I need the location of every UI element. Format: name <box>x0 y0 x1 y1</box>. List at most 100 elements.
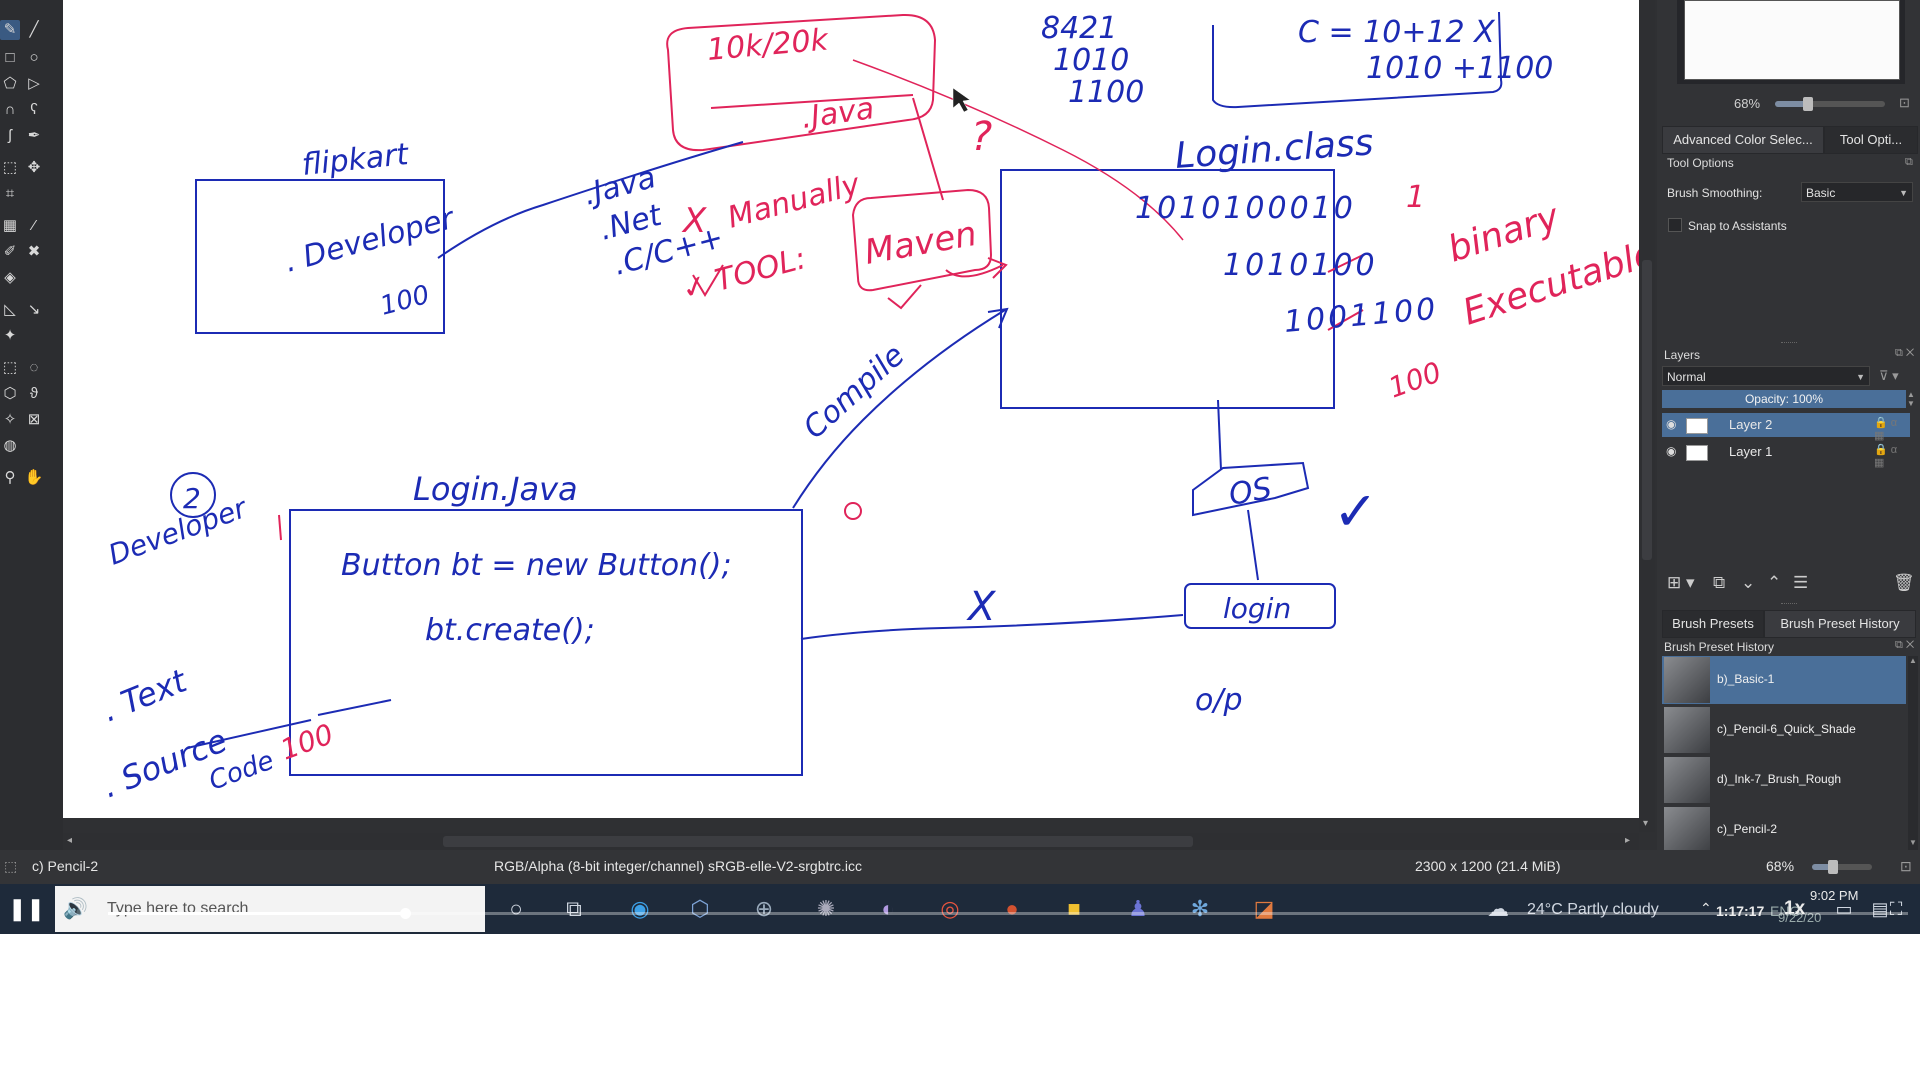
krita-icon[interactable]: ◐ <box>881 896 895 921</box>
eye-icon[interactable]: ◉ <box>1666 444 1677 458</box>
video-progress-bar[interactable] <box>108 908 1908 919</box>
move-tool-icon[interactable]: ✥ <box>27 159 41 176</box>
ellipse-select-tool-icon[interactable]: ◌ <box>29 359 39 376</box>
freehand-path-tool-icon[interactable]: ʕ <box>30 101 38 118</box>
overview-fit-icon[interactable]: ⊡ <box>1899 95 1910 110</box>
duplicate-layer-icon[interactable]: ⧉ <box>1713 573 1726 592</box>
task-view-icon[interactable]: ⧉ <box>566 896 582 921</box>
weather-icon[interactable]: ☁ <box>1487 896 1509 921</box>
freehand-brush-tool-icon[interactable]: ✎ <box>0 20 20 40</box>
fill-tool-icon[interactable]: ◈ <box>4 269 16 286</box>
clock-time[interactable]: 9:02 PM <box>1810 888 1859 903</box>
move-up-icon[interactable]: ⌃ <box>1767 573 1782 592</box>
add-layer-icon[interactable]: ⊞ ▾ <box>1667 573 1695 592</box>
lock-icon[interactable]: 🔒 α ▦ <box>1874 417 1898 442</box>
tab-brush-presets[interactable]: Brush Presets <box>1662 610 1764 638</box>
rect-select-tool-icon[interactable]: ⬚ <box>2 359 18 376</box>
file-explorer-icon[interactable]: ■ <box>1067 896 1081 921</box>
ide-icon[interactable]: ◪ <box>1253 896 1275 921</box>
similar-select-tool-icon[interactable]: ⊠ <box>27 411 41 428</box>
tray-chevron-icon[interactable]: ⌃ <box>1700 900 1712 916</box>
history-float-icon[interactable]: ⧉ ✕ <box>1895 639 1915 651</box>
tab-advanced-color[interactable]: Advanced Color Selec... <box>1662 126 1824 154</box>
status-zoom-slider[interactable] <box>1812 860 1872 874</box>
picture-in-picture-icon[interactable]: ▭ <box>1835 899 1853 919</box>
layer-properties-icon[interactable]: ☰ <box>1793 573 1809 592</box>
scroll-up-icon[interactable]: ▲ <box>1909 656 1917 665</box>
freehand-select-tool-icon[interactable]: ϑ <box>29 385 39 402</box>
zoom-tool-icon[interactable]: ⚲ <box>4 469 16 486</box>
gradient-tool-icon[interactable]: ▦ <box>2 217 18 234</box>
ellipse-tool-icon[interactable]: ○ <box>29 49 39 66</box>
settings-icon[interactable]: ✻ <box>1190 896 1210 921</box>
delete-layer-icon[interactable]: 🗑 <box>1893 573 1915 592</box>
store-icon[interactable]: ⊕ <box>754 896 774 921</box>
volume-icon[interactable]: 🔊 <box>63 898 88 920</box>
transform-tool-icon[interactable]: ⬚ <box>2 159 18 176</box>
clock-date[interactable]: 9/22/20 <box>1778 910 1822 925</box>
line-tool-icon[interactable]: ╱ <box>29 21 39 38</box>
status-color-space[interactable]: RGB/Alpha (8-bit integer/channel) sRGB-e… <box>494 858 863 874</box>
blend-mode-select[interactable]: Normal▼ <box>1662 366 1870 386</box>
brush-preset-item[interactable]: c)_Pencil-6_Quick_Shade <box>1662 706 1906 754</box>
pause-icon[interactable]: ❚❚ <box>8 896 45 921</box>
playback-speed[interactable]: 1x <box>1784 898 1806 919</box>
colorize-mask-tool-icon[interactable]: ✐ <box>3 243 17 260</box>
overview-zoom-slider[interactable] <box>1775 97 1885 111</box>
teams-icon[interactable]: ♟ <box>1128 896 1148 921</box>
brush-smoothing-select[interactable]: Basic▼ <box>1801 182 1913 202</box>
tab-tool-options[interactable]: Tool Opti... <box>1824 126 1918 154</box>
snap-to-assistants-checkbox[interactable] <box>1668 218 1682 232</box>
polygon-tool-icon[interactable]: ⬠ <box>3 75 17 92</box>
scroll-right-icon[interactable]: ▸ <box>1625 835 1631 846</box>
paint-icon[interactable]: ✺ <box>816 896 836 921</box>
brush-preset-item[interactable]: b)_Basic-1 <box>1662 656 1906 704</box>
tab-brush-preset-history[interactable]: Brush Preset History <box>1764 610 1916 638</box>
notifications-icon[interactable]: ▤ <box>1871 899 1889 919</box>
polygon-select-tool-icon[interactable]: ⬡ <box>3 385 17 402</box>
layers-float-icon[interactable]: ⧉ ✕ <box>1895 347 1915 359</box>
overview-docker[interactable] <box>1677 0 1905 84</box>
weather-text[interactable]: 24°C Partly cloudy <box>1527 901 1659 918</box>
measure-tool-icon[interactable]: ↘ <box>27 301 41 318</box>
horizontal-scrollbar[interactable]: ◂ ▸ <box>63 833 1639 850</box>
float-icon[interactable]: ⧉ <box>1905 156 1913 168</box>
multibrush-tool-icon[interactable]: ✒ <box>27 127 41 144</box>
vertical-scrollbar[interactable]: ▾ <box>1639 0 1655 832</box>
contiguous-select-tool-icon[interactable]: ✧ <box>3 411 17 428</box>
canvas-area[interactable]: flipkart . Developer 100 .Java .Net .C/C… <box>63 0 1639 818</box>
brush-preset-item[interactable]: c)_Pencil-2 <box>1662 806 1906 854</box>
overview-zoom-knob[interactable] <box>1803 97 1813 111</box>
filter-icon[interactable]: ⊽ ▾ <box>1879 368 1899 383</box>
smart-patch-tool-icon[interactable]: ✖ <box>27 243 41 260</box>
lock-icon[interactable]: 🔒 α ▦ <box>1874 444 1898 469</box>
status-zoom-knob[interactable] <box>1828 860 1838 874</box>
move-down-icon[interactable]: ⌄ <box>1741 573 1756 592</box>
polyline-tool-icon[interactable]: ▷ <box>28 75 40 92</box>
color-picker-tool-icon[interactable]: ⁄ <box>32 217 36 234</box>
crop-tool-icon[interactable]: ⌗ <box>5 185 15 202</box>
virtualbox-icon[interactable]: ⬡ <box>690 896 710 921</box>
layer-row[interactable]: ◉Layer 1🔒 α ▦ <box>1662 440 1910 469</box>
splitter-grip-2[interactable] <box>1781 603 1797 606</box>
scroll-down-icon[interactable]: ▼ <box>1909 838 1917 847</box>
language-indicator[interactable]: ENG <box>1770 903 1801 919</box>
rectangle-tool-icon[interactable]: □ <box>5 49 15 66</box>
eye-icon[interactable]: ◉ <box>1666 417 1677 431</box>
brush-preset-item[interactable]: d)_Ink-7_Brush_Rough <box>1662 756 1906 804</box>
bezier-select-tool-icon[interactable]: ◍ <box>3 437 17 454</box>
bezier-tool-icon[interactable]: ∩ <box>4 101 16 118</box>
opacity-slider[interactable]: Opacity: 100% <box>1662 390 1906 408</box>
edge-icon[interactable]: ◉ <box>630 896 650 921</box>
reference-tool-icon[interactable]: ✦ <box>3 327 17 344</box>
scroll-left-icon[interactable]: ◂ <box>67 835 73 846</box>
fit-icon[interactable]: ⊡ <box>1900 858 1912 874</box>
search-box[interactable]: 🔊 Type here to search <box>55 886 485 932</box>
powerpoint-icon[interactable]: ● <box>1005 896 1019 921</box>
video-progress-knob[interactable] <box>400 908 411 919</box>
chrome-icon[interactable]: ◎ <box>940 896 960 921</box>
overview-thumbnail[interactable] <box>1684 0 1900 80</box>
presets-scrollbar[interactable]: ▲ ▼ <box>1908 656 1918 850</box>
fullscreen-icon[interactable]: ⛶ <box>1889 899 1903 919</box>
splitter-grip[interactable] <box>1781 342 1797 345</box>
